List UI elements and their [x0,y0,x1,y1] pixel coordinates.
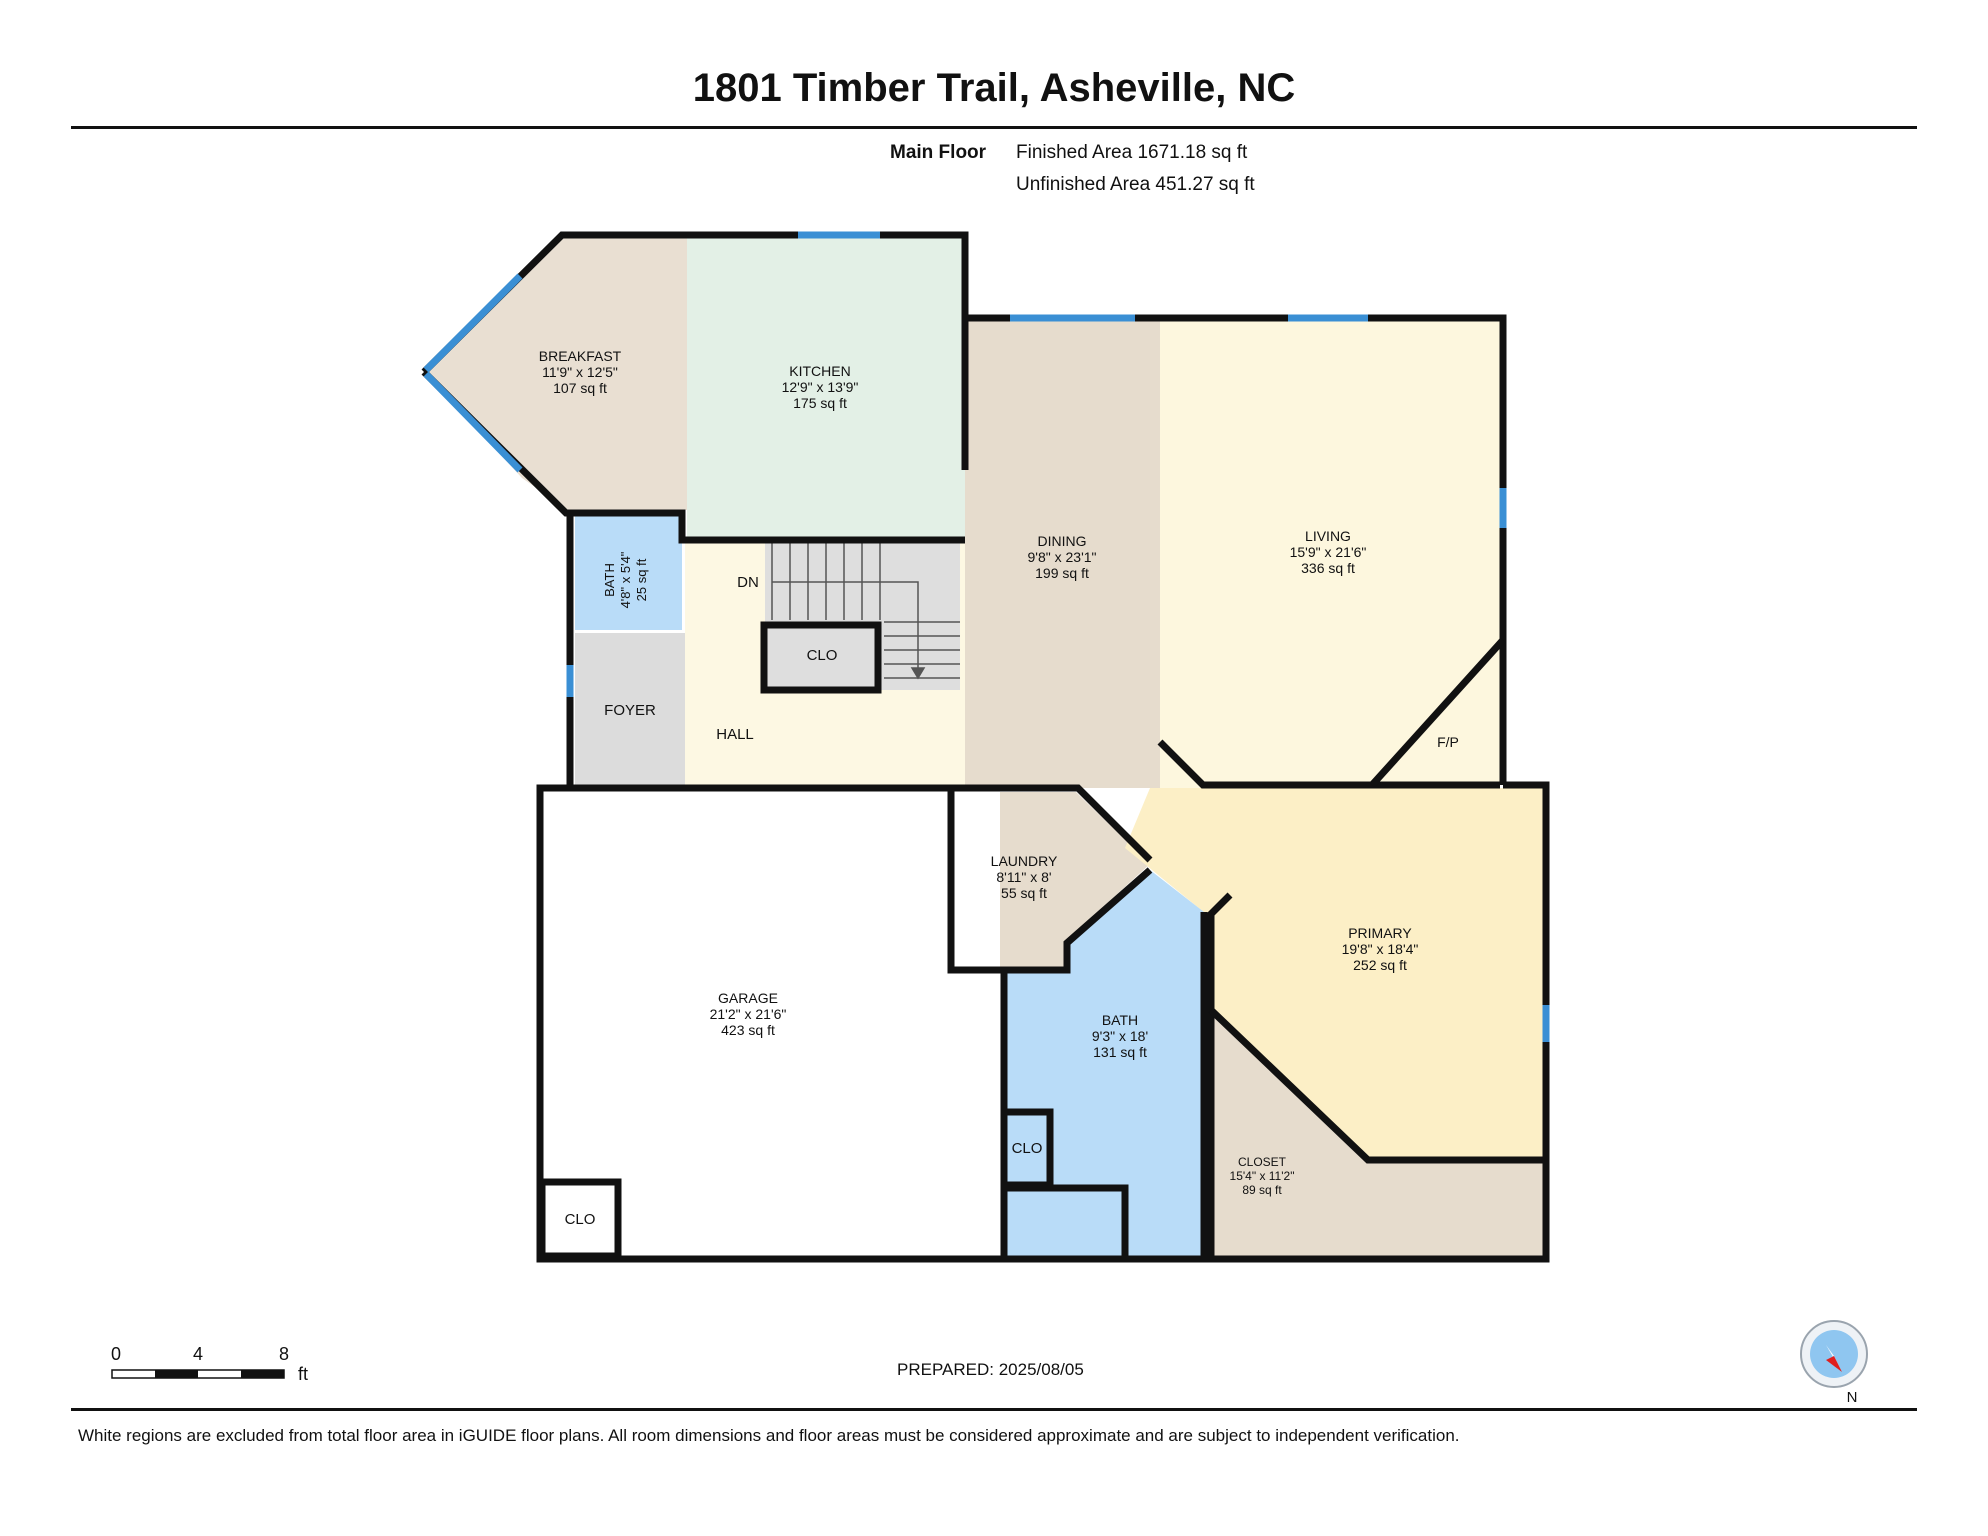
closet-name: CLOSET [1238,1155,1287,1169]
garage-area: 423 sq ft [721,1022,775,1038]
closet-room [1211,1010,1545,1256]
laundry-name: LAUNDRY [991,853,1058,869]
closet-area: 89 sq ft [1242,1183,1282,1197]
garage-name: GARAGE [718,990,778,1006]
primary-dims: 19'8" x 18'4" [1342,941,1419,957]
finished-area: Finished Area 1671.18 sq ft [1016,142,1248,163]
floor-name: Main Floor [890,142,987,163]
foyer-label: FOYER [604,702,656,719]
room-laundry-labels: LAUNDRY 8'11" x 8' 55 sq ft [991,853,1058,901]
laundry-dims: 8'11" x 8' [996,869,1051,885]
bath-main-room [1004,870,1204,1256]
dining-name: DINING [1038,533,1087,549]
garage-dims: 21'2" x 21'6" [710,1006,787,1022]
compass-north-label: N [1847,1389,1858,1406]
room-closet-labels: CLOSET 15'4" x 11'2" 89 sq ft [1230,1155,1295,1197]
bath-main-name: BATH [1102,1012,1138,1028]
bath-main-area: 131 sq ft [1093,1044,1147,1060]
scale-tick-0: 0 [111,1344,121,1364]
windows [423,231,1550,1042]
primary-room [1125,788,1545,1160]
room-bath-small-labels: BATH 4'8" x 5'4" 25 sq ft [602,551,649,608]
primary-name: PRIMARY [1348,925,1412,941]
scale-unit: ft [298,1364,308,1384]
bath-small-name: BATH [602,563,617,597]
scale-tick-8: 8 [279,1344,289,1364]
plan-title: 1801 Timber Trail, Asheville, NC [692,66,1296,110]
breakfast-name: BREAKFAST [539,348,622,364]
living-name: LIVING [1305,528,1351,544]
closet-dims: 15'4" x 11'2" [1230,1169,1295,1183]
kitchen-room [687,235,965,538]
title-rule [71,126,1917,129]
garage-closet-label: CLO [565,1211,596,1228]
room-kitchen-labels: KITCHEN 12'9" x 13'9" 175 sq ft [782,363,859,411]
bath-closet-label: CLO [1012,1140,1043,1157]
kitchen-name: KITCHEN [789,363,850,379]
primary-area: 252 sq ft [1353,957,1407,973]
walls [421,231,1550,1263]
dining-area: 199 sq ft [1035,565,1089,581]
room-primary-labels: PRIMARY 19'8" x 18'4" 252 sq ft [1342,925,1419,973]
kitchen-area: 175 sq ft [793,395,847,411]
scale-bar: 0 4 8 ft [111,1344,308,1384]
room-bath-main-labels: BATH 9'3" x 18' 131 sq ft [1092,1012,1148,1060]
room-dining-labels: DINING 9'8" x 23'1" 199 sq ft [1028,533,1097,581]
room-garage-labels: GARAGE 21'2" x 21'6" 423 sq ft [710,990,787,1038]
stairs-down-label: DN [737,574,759,591]
room-living-labels: LIVING 15'9" x 21'6" 336 sq ft [1290,528,1367,576]
compass-icon: N [1800,1320,1868,1406]
hall-label: HALL [716,726,754,743]
stairs [771,542,960,680]
prepared-date: PREPARED: 2025/08/05 [897,1360,1084,1379]
bath-small-room [575,513,682,630]
hall-closet-label: CLO [807,647,838,664]
unfinished-area: Unfinished Area 451.27 sq ft [1016,174,1255,195]
footer-rule [71,1408,1917,1411]
breakfast-dims: 11'9" x 12'5" [542,364,618,380]
kitchen-dims: 12'9" x 13'9" [782,379,859,395]
dining-dims: 9'8" x 23'1" [1028,549,1097,565]
scale-tick-4: 4 [193,1344,203,1364]
breakfast-area: 107 sq ft [553,380,607,396]
fireplace-label: F/P [1437,734,1459,750]
laundry-area: 55 sq ft [1001,885,1047,901]
foyer-room [575,633,685,788]
living-dims: 15'9" x 21'6" [1290,544,1367,560]
room-breakfast-labels: BREAKFAST 11'9" x 12'5" 107 sq ft [539,348,622,396]
bath-small-area: 25 sq ft [634,558,649,601]
bath-small-dims: 4'8" x 5'4" [618,551,633,608]
disclaimer: White regions are excluded from total fl… [78,1426,1460,1445]
dining-room [965,318,1160,788]
laundry-room [953,792,1150,970]
bath-main-dims: 9'3" x 18' [1092,1028,1148,1044]
living-area: 336 sq ft [1301,560,1355,576]
